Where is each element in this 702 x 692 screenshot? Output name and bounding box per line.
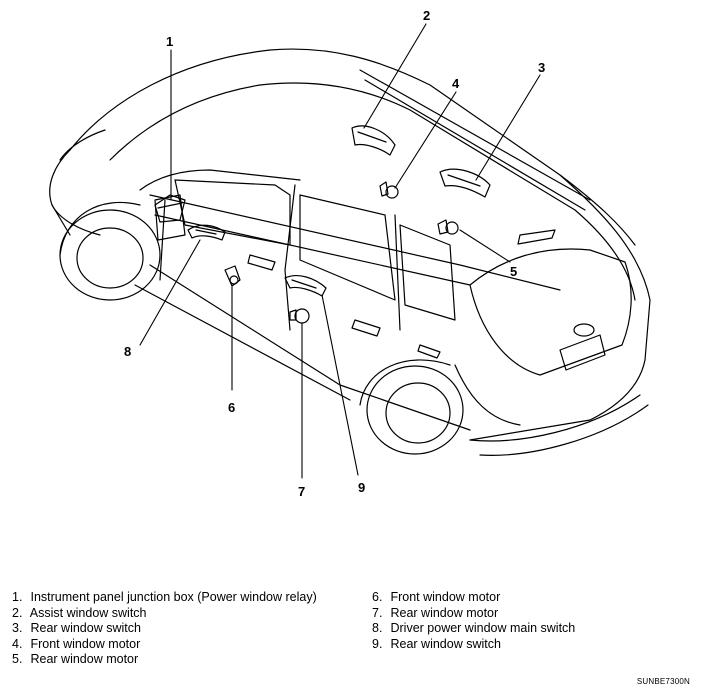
- legend-item-1: 1. Instrument panel junction box (Power …: [12, 590, 352, 606]
- leader-line-8: [139, 239, 201, 346]
- legend-label: Rear window switch: [390, 636, 501, 651]
- callout-4: 4: [452, 76, 460, 91]
- callout-3: 3: [538, 60, 545, 75]
- switch-assist: [351, 125, 396, 156]
- car-body-outline: [49, 48, 651, 456]
- junction-box: [154, 194, 186, 241]
- legend-num: 8.: [372, 621, 383, 636]
- legend-label: Driver power window main switch: [390, 621, 576, 636]
- callout-7: 7: [298, 484, 305, 499]
- legend-num: 6.: [372, 590, 383, 604]
- switch-driver-main: [187, 224, 226, 241]
- legend-item-4: 4. Front window motor: [12, 637, 352, 653]
- motor-front-left: [224, 265, 241, 287]
- legend-label: Rear window motor: [390, 605, 499, 620]
- legend-item-7: 7. Rear window motor: [372, 606, 692, 622]
- leader-line-9: [321, 294, 359, 476]
- legend-num: 3.: [12, 621, 23, 636]
- vehicle-diagram: 1 2 3 4 5 6 7 8 9: [49, 8, 651, 499]
- callout-1: 1: [166, 34, 173, 49]
- legend-item-3: 3. Rear window switch: [12, 621, 352, 637]
- callout-8: 8: [124, 344, 131, 359]
- legend-num: 2.: [12, 605, 23, 620]
- legend-item-9: 9. Rear window switch: [372, 637, 692, 653]
- motor-rear-right: [437, 219, 459, 235]
- legend-label: Rear window switch: [30, 621, 141, 636]
- leader-line-3: [475, 74, 541, 181]
- leader-line-4: [394, 91, 457, 189]
- legend-item-8: 8. Driver power window main switch: [372, 621, 692, 637]
- callout-2: 2: [423, 8, 430, 23]
- motor-rear-left: [289, 308, 310, 324]
- legend-num: 1.: [12, 590, 23, 604]
- legend-left: 1. Instrument panel junction box (Power …: [12, 590, 352, 668]
- legend-label: Front window motor: [30, 636, 141, 651]
- legend-item-6: 6. Front window motor: [372, 590, 692, 606]
- leader-line-2: [363, 23, 427, 129]
- switch-rear-left: [284, 275, 327, 297]
- callout-6: 6: [228, 400, 235, 415]
- leader-line-5: [459, 229, 511, 263]
- motor-front-right: [379, 181, 399, 199]
- legend-num: 9.: [372, 636, 383, 651]
- legend-right: 6. Front window motor 7. Rear window mot…: [372, 590, 692, 652]
- callout-9: 9: [358, 480, 365, 495]
- legend-label: Instrument panel junction box (Power win…: [30, 590, 317, 604]
- legend-num: 4.: [12, 636, 23, 651]
- legend-label: Rear window motor: [30, 652, 139, 667]
- legend-num: 7.: [372, 605, 383, 620]
- switch-rear-right: [439, 168, 491, 198]
- legend-label: Front window motor: [390, 590, 501, 604]
- callout-5: 5: [510, 264, 517, 279]
- legend-item-2: 2. Assist window switch: [12, 606, 352, 622]
- legend-num: 5.: [12, 652, 23, 667]
- legend-item-5: 5. Rear window motor: [12, 652, 352, 668]
- image-code: SUNBE7300N: [636, 677, 690, 686]
- legend-label: Assist window switch: [29, 605, 147, 620]
